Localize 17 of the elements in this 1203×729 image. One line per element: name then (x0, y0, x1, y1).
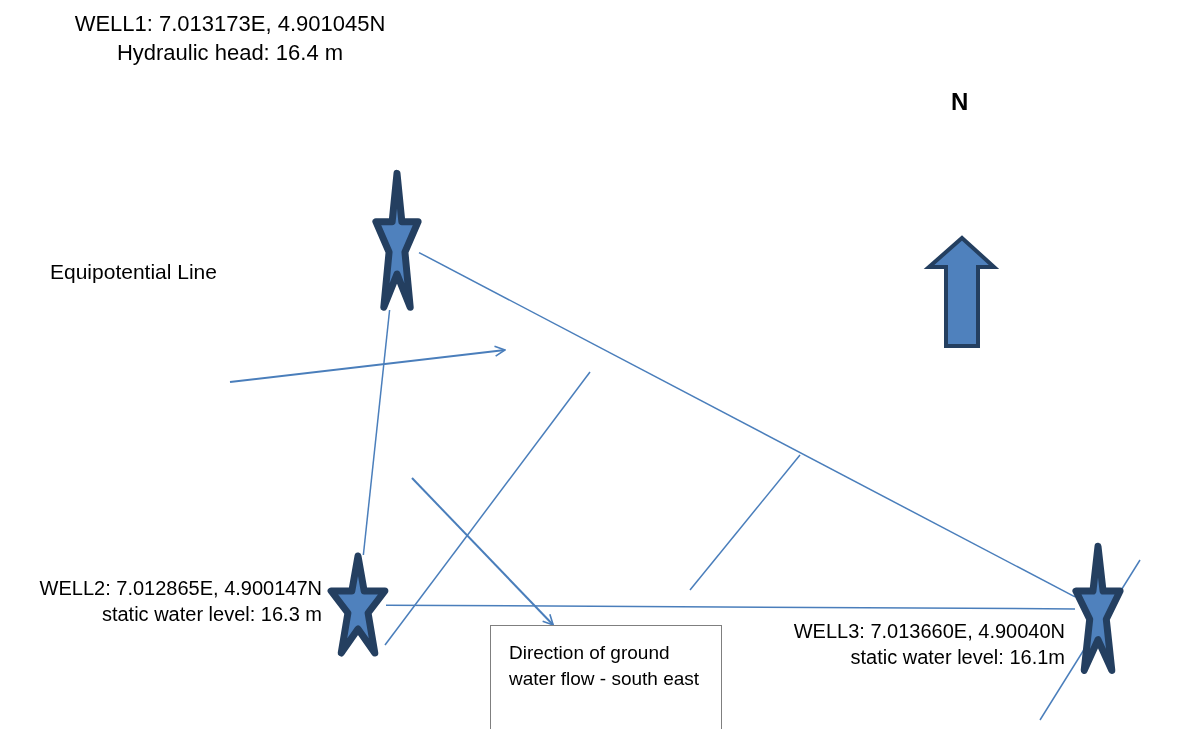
well-caption: WELL1: 7.013173E, 4.901045N (74, 10, 386, 38)
connector-line (385, 604, 1076, 610)
well-caption: static water level: 16.1m (850, 645, 1065, 670)
well-caption: Hydraulic head: 16.4 m (116, 38, 344, 67)
line-label: Equipotential Line (50, 260, 217, 284)
text-box (490, 625, 722, 729)
arrow (411, 477, 555, 626)
well-caption: WELL2: 7.012865E, 4.900147N (39, 576, 322, 601)
well-caption: WELL3: 7.013660E, 4.90040N (793, 619, 1065, 644)
well-star-symbol (375, 172, 419, 310)
connector-line (418, 251, 1076, 598)
box-text: Direction of ground water flow - south east (509, 642, 700, 689)
well-star-symbol (330, 555, 386, 655)
well-caption: static water level: 16.3 m (101, 602, 322, 627)
north-label: N (951, 88, 969, 116)
connector-line (362, 309, 391, 556)
well-star-symbol (1075, 545, 1121, 673)
